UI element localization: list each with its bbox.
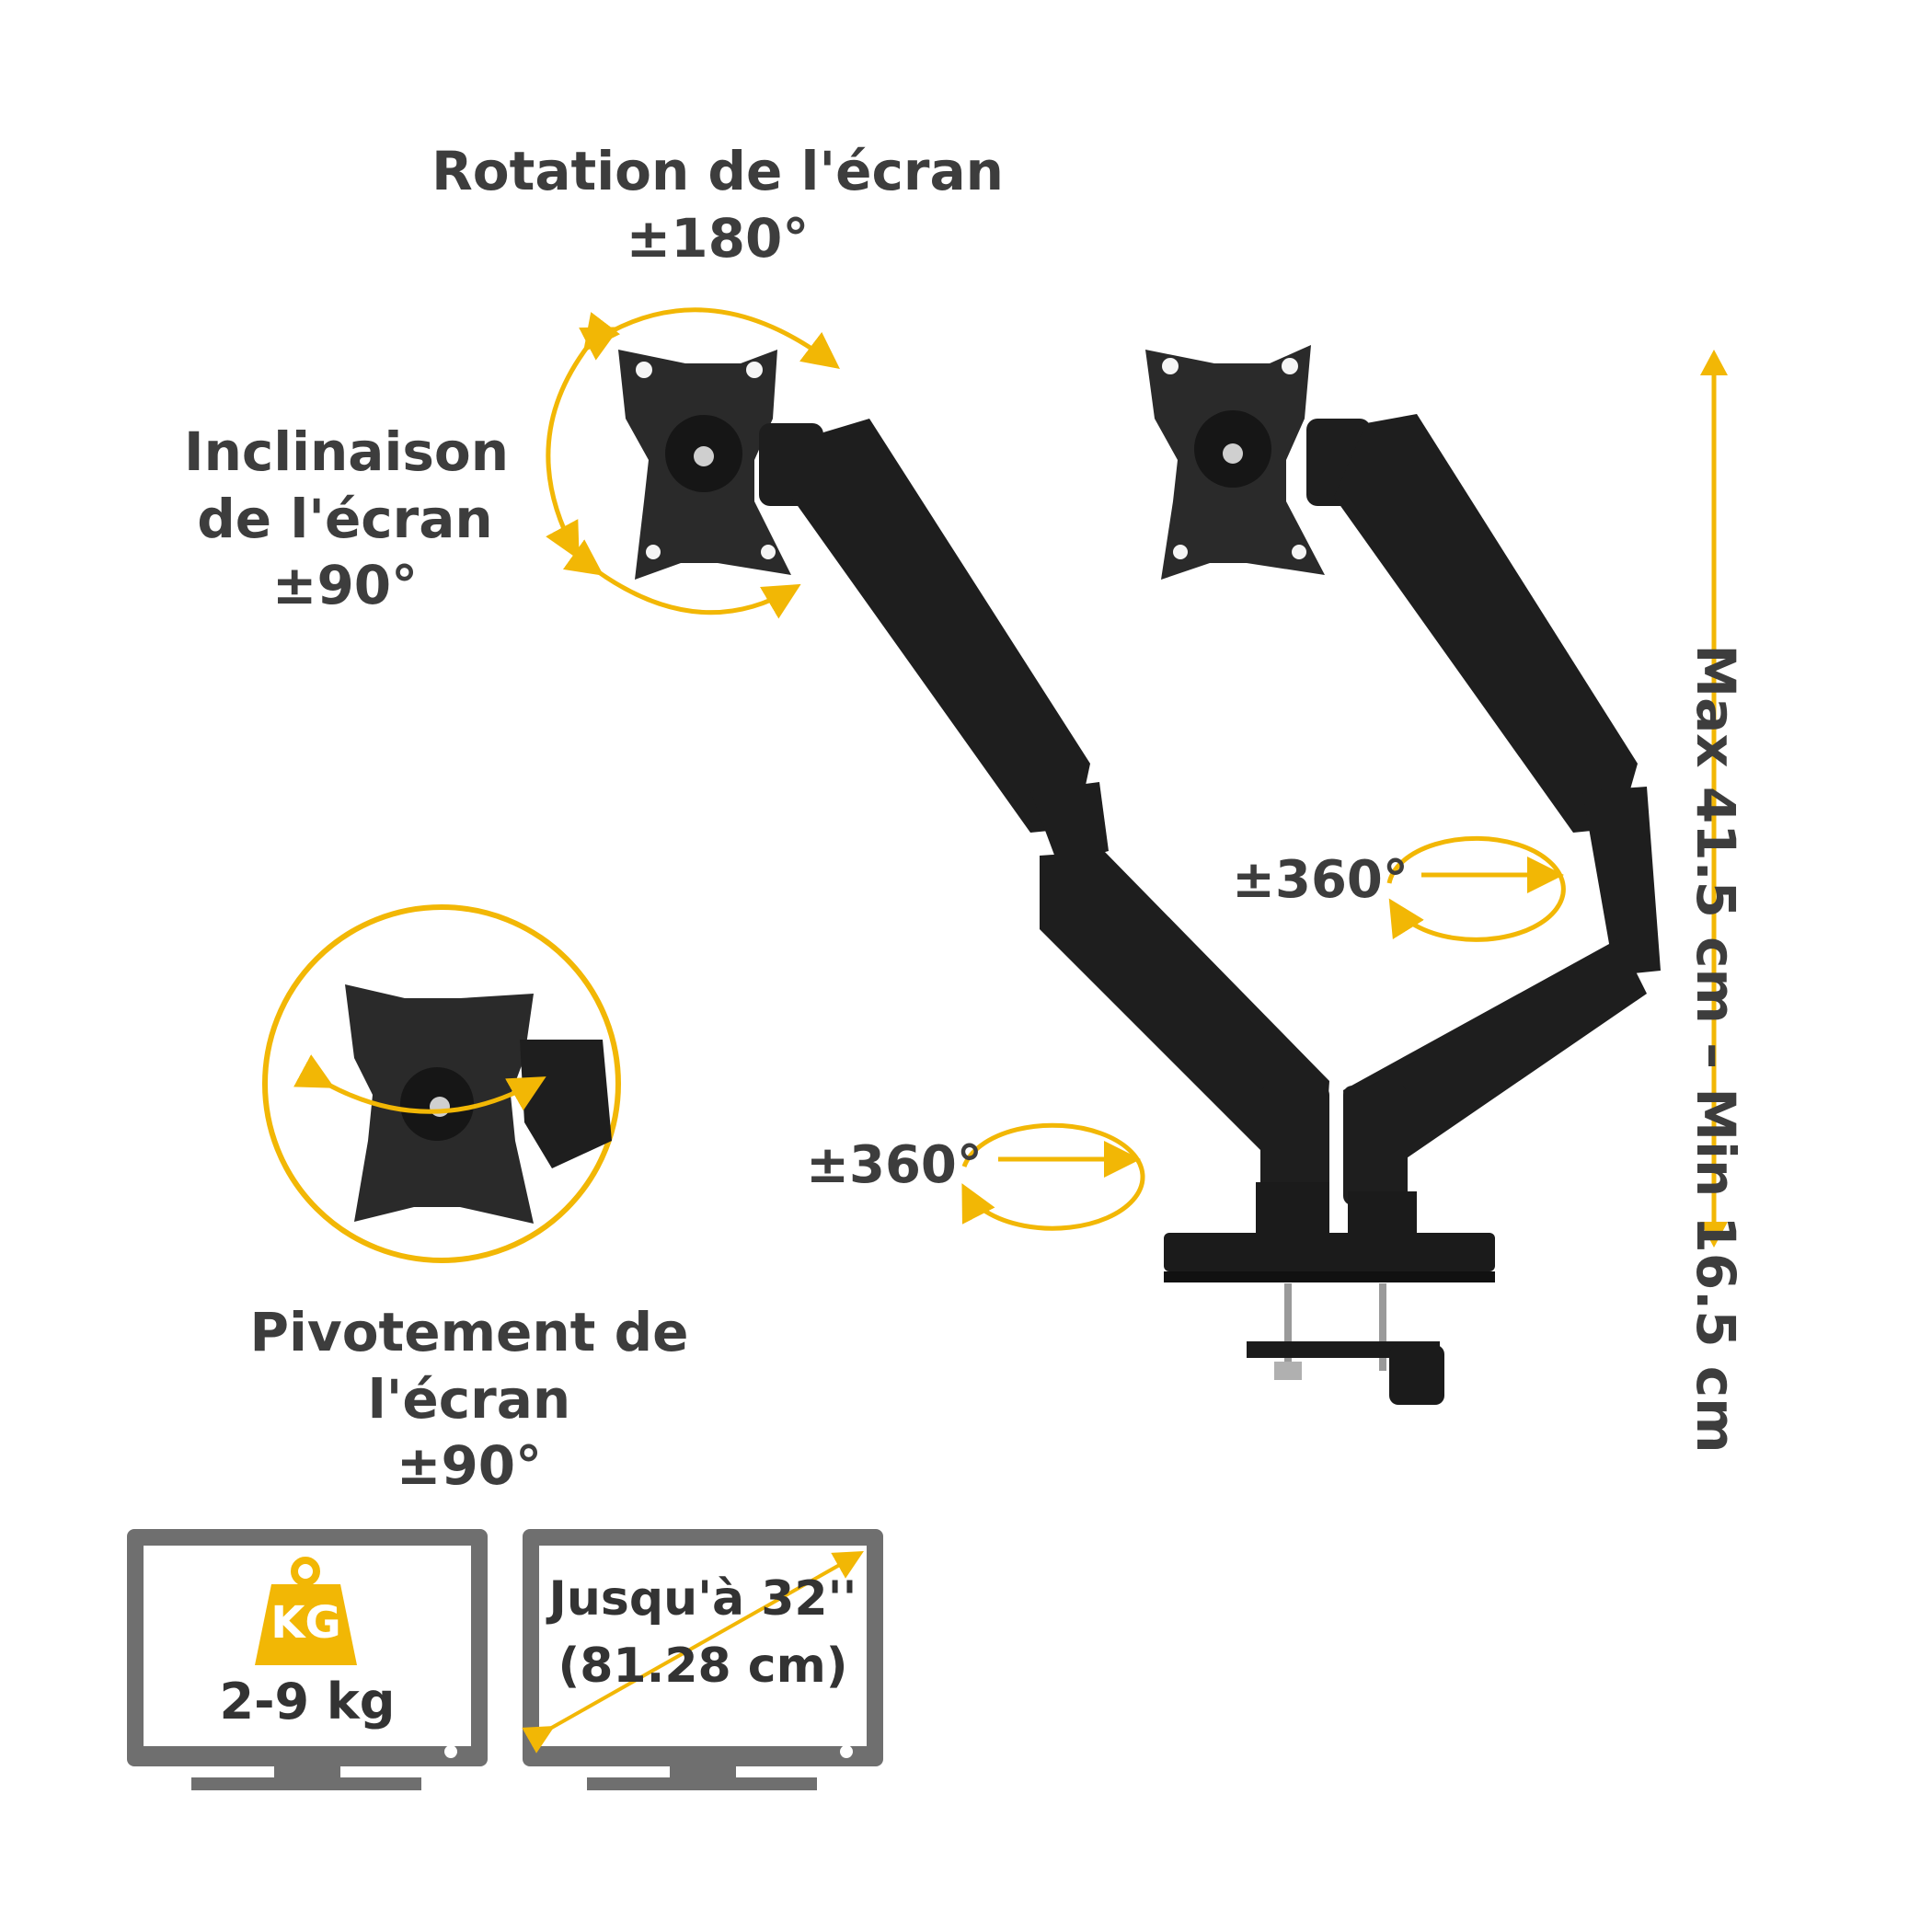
tilt-label-title: Inclinaison bbox=[184, 420, 509, 483]
arm-joint-lower-label: ±360° bbox=[806, 1135, 983, 1195]
monitor-icon-weight bbox=[127, 1529, 488, 1790]
swivel-label-value: ±90° bbox=[396, 1434, 543, 1497]
height-range-text: Max 41.5 cm – Min 16.5 cm bbox=[1685, 644, 1747, 1454]
rotation-360-lower-icon bbox=[961, 1122, 1145, 1231]
rotation-360-upper-icon bbox=[1386, 835, 1566, 942]
weight-value: 2-9 kg bbox=[219, 1673, 396, 1731]
desk-clamp bbox=[1164, 1182, 1495, 1405]
swivel-detail bbox=[262, 904, 621, 1263]
swivel-label-title: Pivotement de l'écran bbox=[249, 1301, 689, 1431]
rotation-label-value: ±180° bbox=[626, 206, 810, 270]
tilt-label-subtitle: de l'écran bbox=[197, 487, 493, 550]
monitor-icon-size bbox=[522, 1529, 883, 1790]
height-range-arrow bbox=[1700, 350, 1728, 1248]
tilt-label-value: ±90° bbox=[271, 554, 419, 616]
rotation-label: Rotation de l'écran ±180° bbox=[423, 138, 1012, 271]
vesa-plate-left bbox=[618, 350, 791, 580]
arm-joint-upper-label: ±360° bbox=[1232, 850, 1409, 910]
monitor-arm-right bbox=[1306, 414, 1661, 1205]
weight-icon bbox=[255, 1557, 357, 1665]
screen-size-cm: (81.28 cm) bbox=[558, 1638, 848, 1694]
swivel-label: Pivotement de l'écran ±90° bbox=[147, 1299, 791, 1500]
vesa-plate-right bbox=[1145, 345, 1325, 580]
screen-size-spec: Jusqu'à 32'' (81.28 cm) bbox=[539, 1566, 867, 1700]
monitor-arm-left bbox=[759, 419, 1329, 1191]
screen-size-max: Jusqu'à 32'' bbox=[548, 1571, 857, 1627]
rotation-arc-icon bbox=[546, 307, 840, 619]
diagonal-size-arrow bbox=[522, 1551, 864, 1754]
rotation-label-title: Rotation de l'écran bbox=[431, 140, 1004, 202]
weight-badge: KG bbox=[270, 1597, 341, 1649]
tilt-label: Inclinaison de l'écran ±90° bbox=[184, 419, 509, 619]
